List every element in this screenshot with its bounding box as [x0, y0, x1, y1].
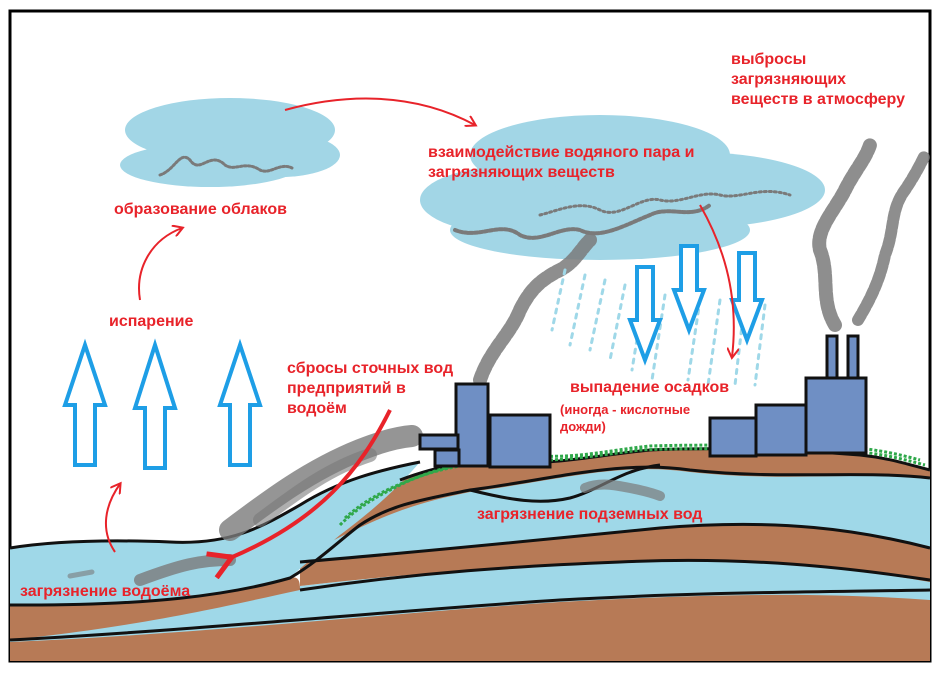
label-acid-rain: (иногда - кислотные дожди) [560, 402, 691, 434]
sewage-smear-1 [219, 425, 423, 541]
right-plant-smoke-1 [812, 138, 877, 332]
sewage-smear-2 [253, 448, 377, 527]
precip-arrow-3 [729, 251, 765, 346]
red-arrows [104, 97, 734, 558]
lower-aquifer [10, 560, 930, 642]
rain [550, 268, 767, 387]
arrow-cloud-to-precipitation [699, 204, 734, 357]
evaporation-arrows [62, 338, 263, 470]
arrow-water-to-evaporation [104, 484, 120, 553]
groundwater-layer [300, 467, 930, 562]
arrow-sewage-discharge [230, 409, 392, 558]
label-cloud-formation: образование облаков [114, 201, 287, 218]
evap-arrow-1 [62, 338, 108, 467]
label-evaporation: испарение [109, 313, 194, 330]
factories [418, 334, 868, 469]
smog-cloud-right-1 [453, 203, 712, 240]
hill-soil [330, 448, 930, 542]
bottom-soil [10, 590, 930, 661]
precip-arrow-2 [671, 244, 707, 336]
precipitation-arrows [627, 244, 765, 366]
label-emissions: выбросы загрязняющих веществ в атмосферу [731, 51, 905, 108]
factory-right [708, 334, 868, 458]
reservoir-water [10, 462, 420, 606]
underground-smear [580, 479, 665, 501]
smog-cloud-right-2 [538, 190, 792, 217]
ground-layers [9, 447, 931, 661]
smog-cloud-left [158, 155, 294, 177]
evap-arrow-2 [132, 338, 178, 470]
label-precipitation: выпадение осадков [570, 379, 730, 396]
label-water-body: загрязнение водоёма [20, 583, 191, 600]
precip-arrow-1 [627, 265, 663, 366]
label-interaction: взаимодействие водяного пара и загрязняю… [428, 144, 695, 181]
right-plant-smoke-2 [852, 149, 931, 326]
label-groundwater: загрязнение подземных вод [477, 506, 703, 523]
evap-arrow-3 [217, 338, 263, 467]
factory-left [418, 382, 552, 469]
left-plant-smoke [473, 233, 597, 387]
arrow-clouds-to-interaction [284, 97, 475, 125]
cloud-right [420, 115, 825, 260]
arrow-evaporation-to-clouds [138, 228, 182, 301]
label-sewage: сбросы сточных вод предприятий в водоём [287, 360, 454, 417]
cloud-left [120, 98, 340, 187]
